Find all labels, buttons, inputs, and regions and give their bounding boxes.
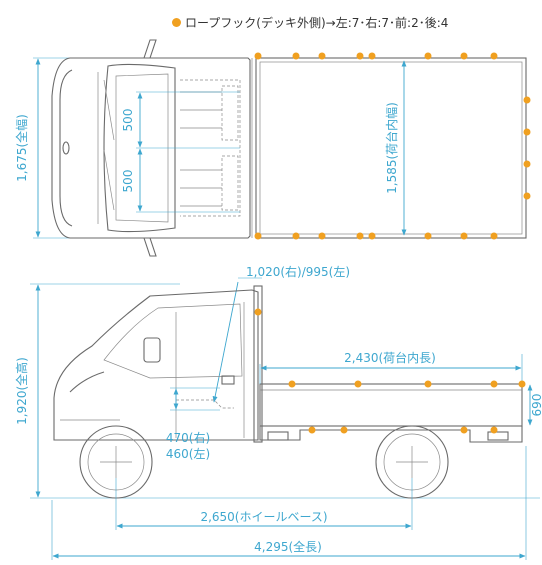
- cab-body: [53, 289, 259, 441]
- front-bumper: [59, 69, 73, 227]
- hook-icon: [490, 380, 498, 388]
- wheelbase-label: 2,650(ホイールベース): [200, 510, 327, 524]
- overall-length-label: 4,295(全長): [254, 539, 322, 554]
- rear-lamp-icon: [487, 431, 509, 441]
- hook-icon: [490, 52, 498, 60]
- hook-icon: [518, 380, 526, 388]
- hook-icon: [292, 52, 300, 60]
- hook-icon: [523, 192, 531, 200]
- cargo-bed: [255, 57, 527, 239]
- seat-back-upper: [221, 85, 239, 141]
- hook-icon: [523, 128, 531, 136]
- hook-icon: [523, 96, 531, 104]
- hook-icon: [460, 426, 468, 434]
- hook-icon: [523, 160, 531, 168]
- bed-side-panel: [259, 383, 523, 427]
- hook-icon: [490, 232, 498, 240]
- overall-width-label: 1,675(全幅): [14, 114, 29, 182]
- hook-icon: [292, 232, 300, 240]
- hook-icon: [354, 380, 362, 388]
- hook-icon: [288, 380, 296, 388]
- headlight: [69, 371, 105, 393]
- seat-back-lower: [221, 155, 239, 211]
- orange-dot-icon: [172, 18, 181, 27]
- hook-icon: [308, 426, 316, 434]
- hook-icon: [254, 308, 262, 316]
- chassis: [259, 426, 523, 443]
- hook-icon: [368, 52, 376, 60]
- hook-icon: [318, 232, 326, 240]
- cab-outline: [51, 57, 251, 239]
- hook-icon: [460, 52, 468, 60]
- windshield-inner: [115, 73, 169, 223]
- cabin-width-label: 1,020(右)/995(左): [246, 264, 350, 279]
- hook-icon: [460, 232, 468, 240]
- hook-icon: [356, 232, 364, 240]
- overall-height-label: 1,920(全高): [14, 357, 29, 425]
- side-window: [103, 303, 243, 379]
- seat-lower-label: 500: [121, 170, 135, 193]
- cabin-width-arrow: [212, 281, 239, 403]
- bed-front-post: [253, 285, 263, 443]
- hook-icon: [424, 380, 432, 388]
- hook-icon: [490, 426, 498, 434]
- side-view: 1,920(全高) 1,020(右)/995(左) 470(右) 460(左): [14, 264, 542, 560]
- legend-text: ロープフック(デッキ外側)→左:7･右:7･前:2･後:4: [185, 16, 449, 30]
- seat-left-label: 460(左): [166, 446, 210, 461]
- hook-icon: [318, 52, 326, 60]
- step-icon: [267, 431, 289, 441]
- rope-hook-legend: ロープフック(デッキ外側)→左:7･右:7･前:2･後:4: [172, 14, 448, 31]
- hook-icon: [356, 52, 364, 60]
- hook-icon: [254, 232, 262, 240]
- mirror-top-icon: [143, 39, 157, 59]
- side-mirror-icon: [143, 337, 161, 363]
- windshield: [103, 63, 176, 233]
- wiper-top: [103, 79, 115, 141]
- seat-outline: [176, 399, 234, 409]
- mirror-bottom-icon: [143, 237, 157, 257]
- top-view: 1,675(全幅): [14, 39, 531, 257]
- cargo-bed-inner: [259, 61, 523, 235]
- hook-icon: [368, 232, 376, 240]
- hook-icon: [254, 52, 262, 60]
- hook-icon: [424, 232, 432, 240]
- hook-icon: [424, 52, 432, 60]
- emblem: [62, 141, 70, 155]
- hook-icon: [340, 426, 348, 434]
- bed-inner-length-label: 2,430(荷台内長): [344, 350, 436, 365]
- bed-height-label: 690: [530, 394, 542, 417]
- door-handle: [221, 375, 235, 385]
- bed-inner-width-label: 1,585(荷台内幅): [384, 102, 399, 194]
- seat-upper-label: 500: [121, 109, 135, 132]
- seat-right-label: 470(右): [166, 430, 210, 445]
- wiper-bottom: [103, 149, 115, 211]
